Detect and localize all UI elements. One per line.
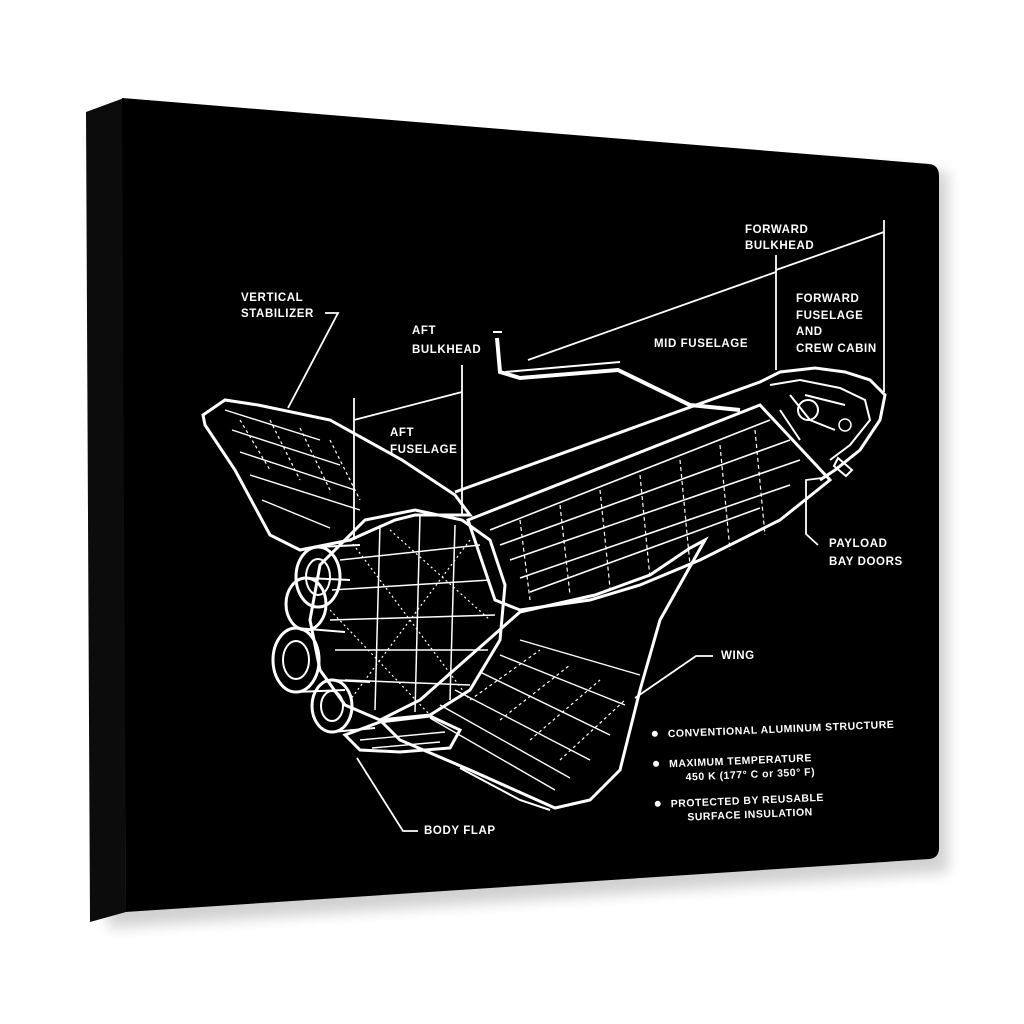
label-aft-bulkhead-2: BULKHEAD (412, 344, 481, 356)
label-payload-bay-doors-1: PAYLOAD (829, 538, 888, 550)
bullet-icon (651, 730, 658, 737)
canvas-edge (86, 98, 126, 922)
label-aft-bulkhead-1: AFT (412, 325, 436, 337)
label-body-flap: BODY FLAP (424, 825, 496, 837)
callout-lines (287, 220, 885, 832)
note-3-line-2: SURFACE INSULATION (687, 806, 813, 823)
label-forward-fuselage-1: FORWARD (796, 293, 859, 305)
bullet-icon (654, 800, 661, 807)
note-2-line-2: 450 K (177° C or 350° F) (685, 766, 815, 783)
label-vertical-stabilizer-1: VERTICAL (241, 292, 303, 304)
label-forward-bulkhead-1: FORWARD (745, 224, 808, 236)
label-vertical-stabilizer-2: STABILIZER (241, 308, 314, 320)
space-shuttle-cutaway-icon (201, 331, 887, 811)
bullet-icon (653, 760, 660, 767)
label-payload-bay-doors-2: BAY DOORS (829, 556, 903, 568)
label-forward-fuselage-4: CREW CABIN (796, 343, 877, 355)
diagram-labels: VERTICAL STABILIZER AFT BULKHEAD AFT FUS… (241, 224, 903, 837)
canvas-face (122, 98, 939, 912)
label-mid-fuselage: MID FUSELAGE (654, 338, 748, 350)
label-aft-fuselage-1: AFT (390, 427, 414, 439)
label-forward-fuselage-2: FUSELAGE (796, 310, 863, 322)
label-forward-fuselage-3: AND (796, 326, 823, 338)
label-aft-fuselage-2: FUSELAGE (390, 444, 457, 456)
note-2-line-1: MAXIMUM TEMPERATURE (669, 752, 812, 770)
label-forward-bulkhead-2: BULKHEAD (745, 240, 814, 252)
label-wing: WING (721, 650, 755, 662)
